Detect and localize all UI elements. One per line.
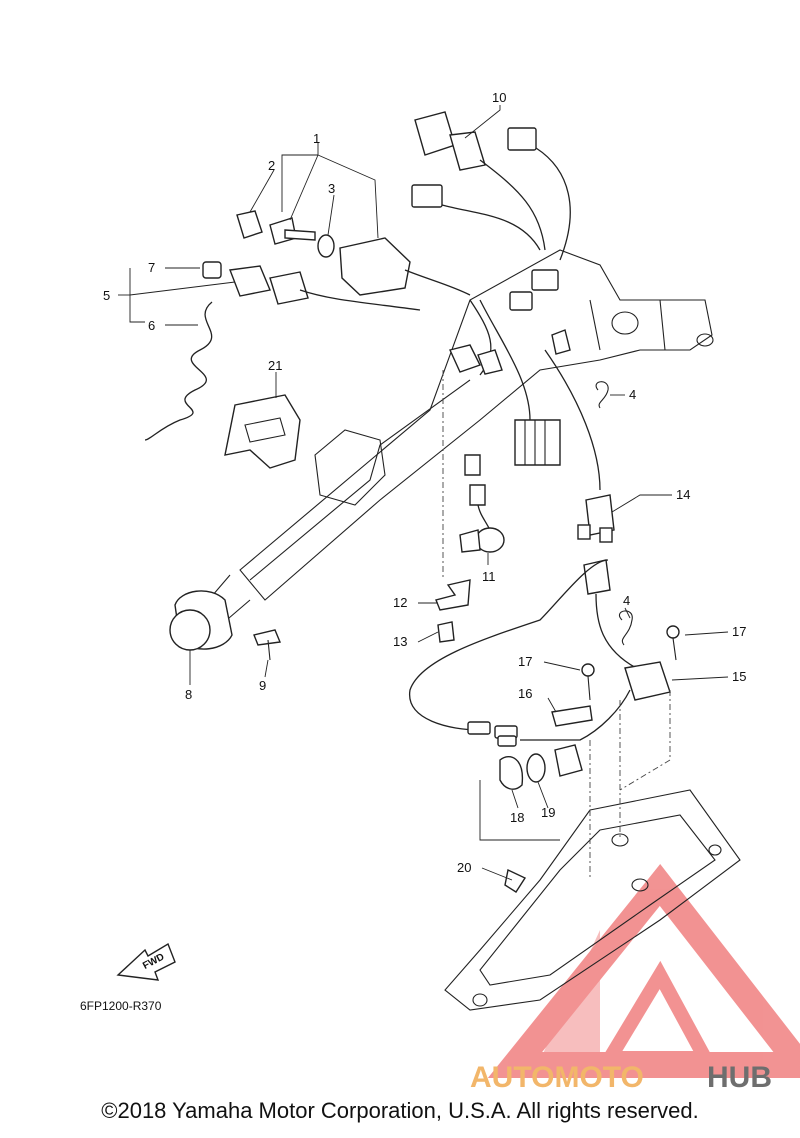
callout-7: 7 [148,260,155,275]
seal-parts [479,705,593,841]
callout-4-lower: 4 [623,593,630,608]
callout-13: 13 [393,634,407,649]
callout-19: 19 [541,805,555,820]
connector-harness [411,111,601,491]
screw-parts [253,625,680,701]
fwd-arrow: FWD [116,942,176,981]
watermark-brand-left: AUTOMOTO [470,1061,644,1094]
callout-10: 10 [492,90,506,105]
main-switch-assembly [236,210,471,296]
clip-parts [595,381,633,646]
diagram-code: 6FP1200-R370 [80,999,162,1013]
callout-9: 9 [259,678,266,693]
grip-21 [224,394,301,469]
watermark-logo [487,864,800,1078]
callout-1: 1 [313,131,320,146]
callout-12: 12 [393,595,407,610]
callout-5: 5 [103,288,110,303]
stop-switch-assembly [144,261,421,441]
callout-3: 3 [328,181,335,196]
callout-8: 8 [185,687,192,702]
callout-17-upper: 17 [732,624,746,639]
end-cap-8 [169,590,233,651]
callout-4-upper: 4 [629,387,636,402]
callout-16: 16 [518,686,532,701]
bottom-bracket [444,690,741,1011]
callout-6: 6 [148,318,155,333]
connector-14-group [409,494,671,747]
watermark-text: AUTOMOTO HUB [470,1061,772,1094]
alignment-lines [442,370,591,880]
callout-14: 14 [676,487,690,502]
callout-18: 18 [510,810,524,825]
callout-2: 2 [268,158,275,173]
callout-21: 21 [268,358,282,373]
callout-20: 20 [457,860,471,875]
leader-lines [118,105,729,881]
copyright-notice: ©2018 Yamaha Motor Corporation, U.S.A. A… [101,1098,699,1123]
callout-17-lower: 17 [518,654,532,669]
relay-bracket-group [435,454,505,643]
callout-15: 15 [732,669,746,684]
callout-11: 11 [482,569,496,584]
watermark-brand-right: HUB [707,1061,772,1094]
callout-labels: 1 2 3 4 4 5 6 7 8 9 10 11 12 13 14 15 16… [103,90,746,875]
